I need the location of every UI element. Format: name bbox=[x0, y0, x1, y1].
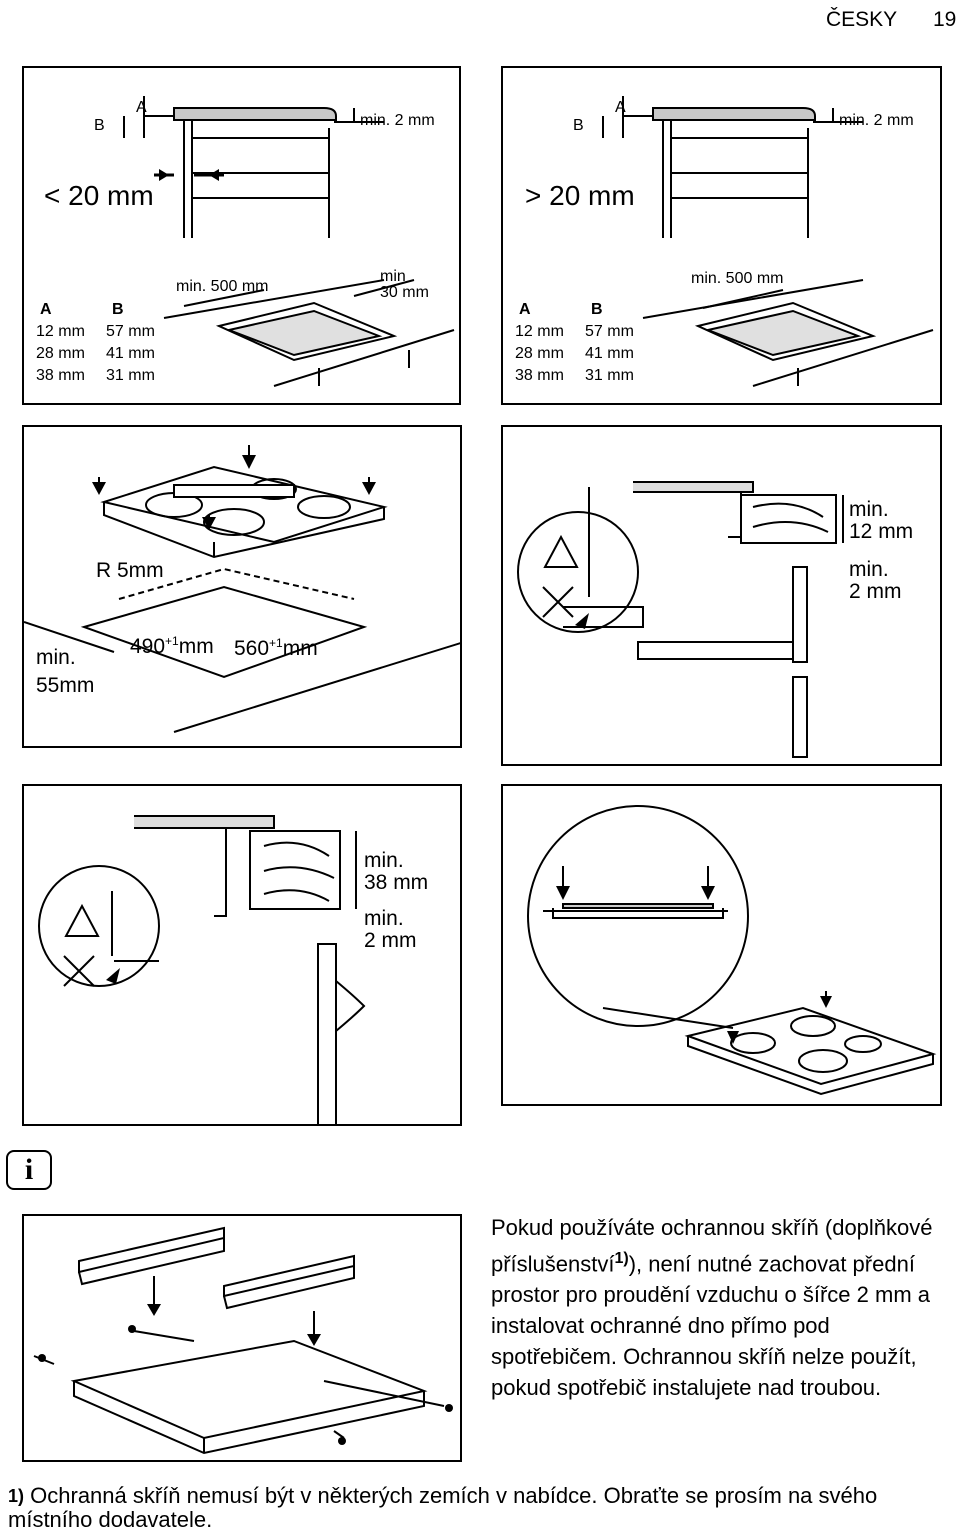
figure-cutout-drawing bbox=[24, 445, 460, 733]
min-500mm-label: min. 500 mm bbox=[176, 278, 269, 295]
min-2mm-label-line1: min. bbox=[849, 558, 889, 581]
figure-worktop-38-drawing bbox=[38, 815, 366, 1124]
figure-gap-over-20: A B min. 2 mm > 20 mm min. 500 mm A B 12… bbox=[501, 66, 942, 405]
label-a: A bbox=[136, 99, 147, 116]
figure-gap-under-20-drawing bbox=[123, 96, 455, 387]
min-38mm-label-line1: min. bbox=[364, 849, 404, 872]
min-2mm-label: min. 2 mm bbox=[839, 112, 914, 129]
figure-hob-placement bbox=[501, 784, 942, 1106]
table-cell: 41 mm bbox=[585, 345, 634, 362]
table-cell: 31 mm bbox=[106, 367, 155, 384]
figure-cutout-dimensions: R 5mm 490+1mm 560+1mm min. 55mm bbox=[22, 425, 462, 748]
radius-label: R 5mm bbox=[96, 559, 164, 582]
table-cell: 28 mm bbox=[515, 345, 564, 362]
min-2mm-label-line2: 2 mm bbox=[364, 929, 417, 952]
min-500mm-label: min. 500 mm bbox=[691, 270, 784, 287]
cutout-width-label: 490+1mm bbox=[130, 634, 214, 658]
figure-gap-under-20: A B min. 2 mm < 20 mm min. 500 mm min 30… bbox=[22, 66, 461, 405]
figure-worktop-min-38: min. 38 mm min. 2 mm bbox=[22, 784, 462, 1126]
min-38mm-label-line2: 38 mm bbox=[364, 871, 429, 894]
gap-label: > 20 mm bbox=[525, 180, 635, 211]
table-cell: 57 mm bbox=[106, 323, 155, 340]
table-cell: 41 mm bbox=[106, 345, 155, 362]
table-header-b: B bbox=[591, 301, 603, 318]
min-55mm-label-line2: 55mm bbox=[36, 674, 95, 697]
min-55mm-label-line1: min. bbox=[36, 646, 76, 669]
table-cell: 12 mm bbox=[515, 323, 564, 340]
figure-protective-box-drawing bbox=[33, 1226, 453, 1455]
table-cell: 57 mm bbox=[585, 323, 634, 340]
table-header-a: A bbox=[519, 301, 531, 318]
min-2mm-label-line1: min. bbox=[364, 907, 404, 930]
info-icon: i bbox=[6, 1150, 52, 1190]
gap-label: < 20 mm bbox=[44, 180, 154, 211]
min-12mm-label-line1: min. bbox=[849, 498, 889, 521]
footnote: 1) Ochranná skříň nemusí být v některých… bbox=[8, 1483, 878, 1532]
label-a: A bbox=[615, 99, 626, 116]
page-number: 19 bbox=[933, 8, 957, 31]
label-b: B bbox=[94, 117, 105, 134]
min-30mm-label-line2: 30 mm bbox=[380, 284, 429, 301]
table-cell: 12 mm bbox=[36, 323, 85, 340]
min-12mm-label-line2: 12 mm bbox=[849, 520, 914, 543]
table-cell: 38 mm bbox=[515, 367, 564, 384]
figure-gap-over-20-drawing bbox=[602, 96, 934, 387]
language-label: ČESKY bbox=[826, 8, 898, 31]
cutout-depth-label: 560+1mm bbox=[234, 636, 318, 660]
min-2mm-label: min. 2 mm bbox=[360, 112, 435, 129]
table-header-a: A bbox=[40, 301, 52, 318]
min-2mm-label-line2: 2 mm bbox=[849, 580, 902, 603]
figure-worktop-min-12: min. 12 mm min. 2 mm bbox=[501, 425, 942, 766]
table-header-b: B bbox=[112, 301, 124, 318]
label-b: B bbox=[573, 117, 584, 134]
figure-protective-box bbox=[22, 1214, 462, 1462]
protective-box-description: Pokud používáte ochrannou skříň (do­plňk… bbox=[491, 1215, 933, 1401]
min-30mm-label-line1: min bbox=[380, 268, 406, 285]
figure-worktop-drawing bbox=[517, 481, 844, 758]
figure-hob-drawing bbox=[527, 805, 937, 1096]
table-cell: 38 mm bbox=[36, 367, 85, 384]
table-cell: 28 mm bbox=[36, 345, 85, 362]
table-cell: 31 mm bbox=[585, 367, 634, 384]
